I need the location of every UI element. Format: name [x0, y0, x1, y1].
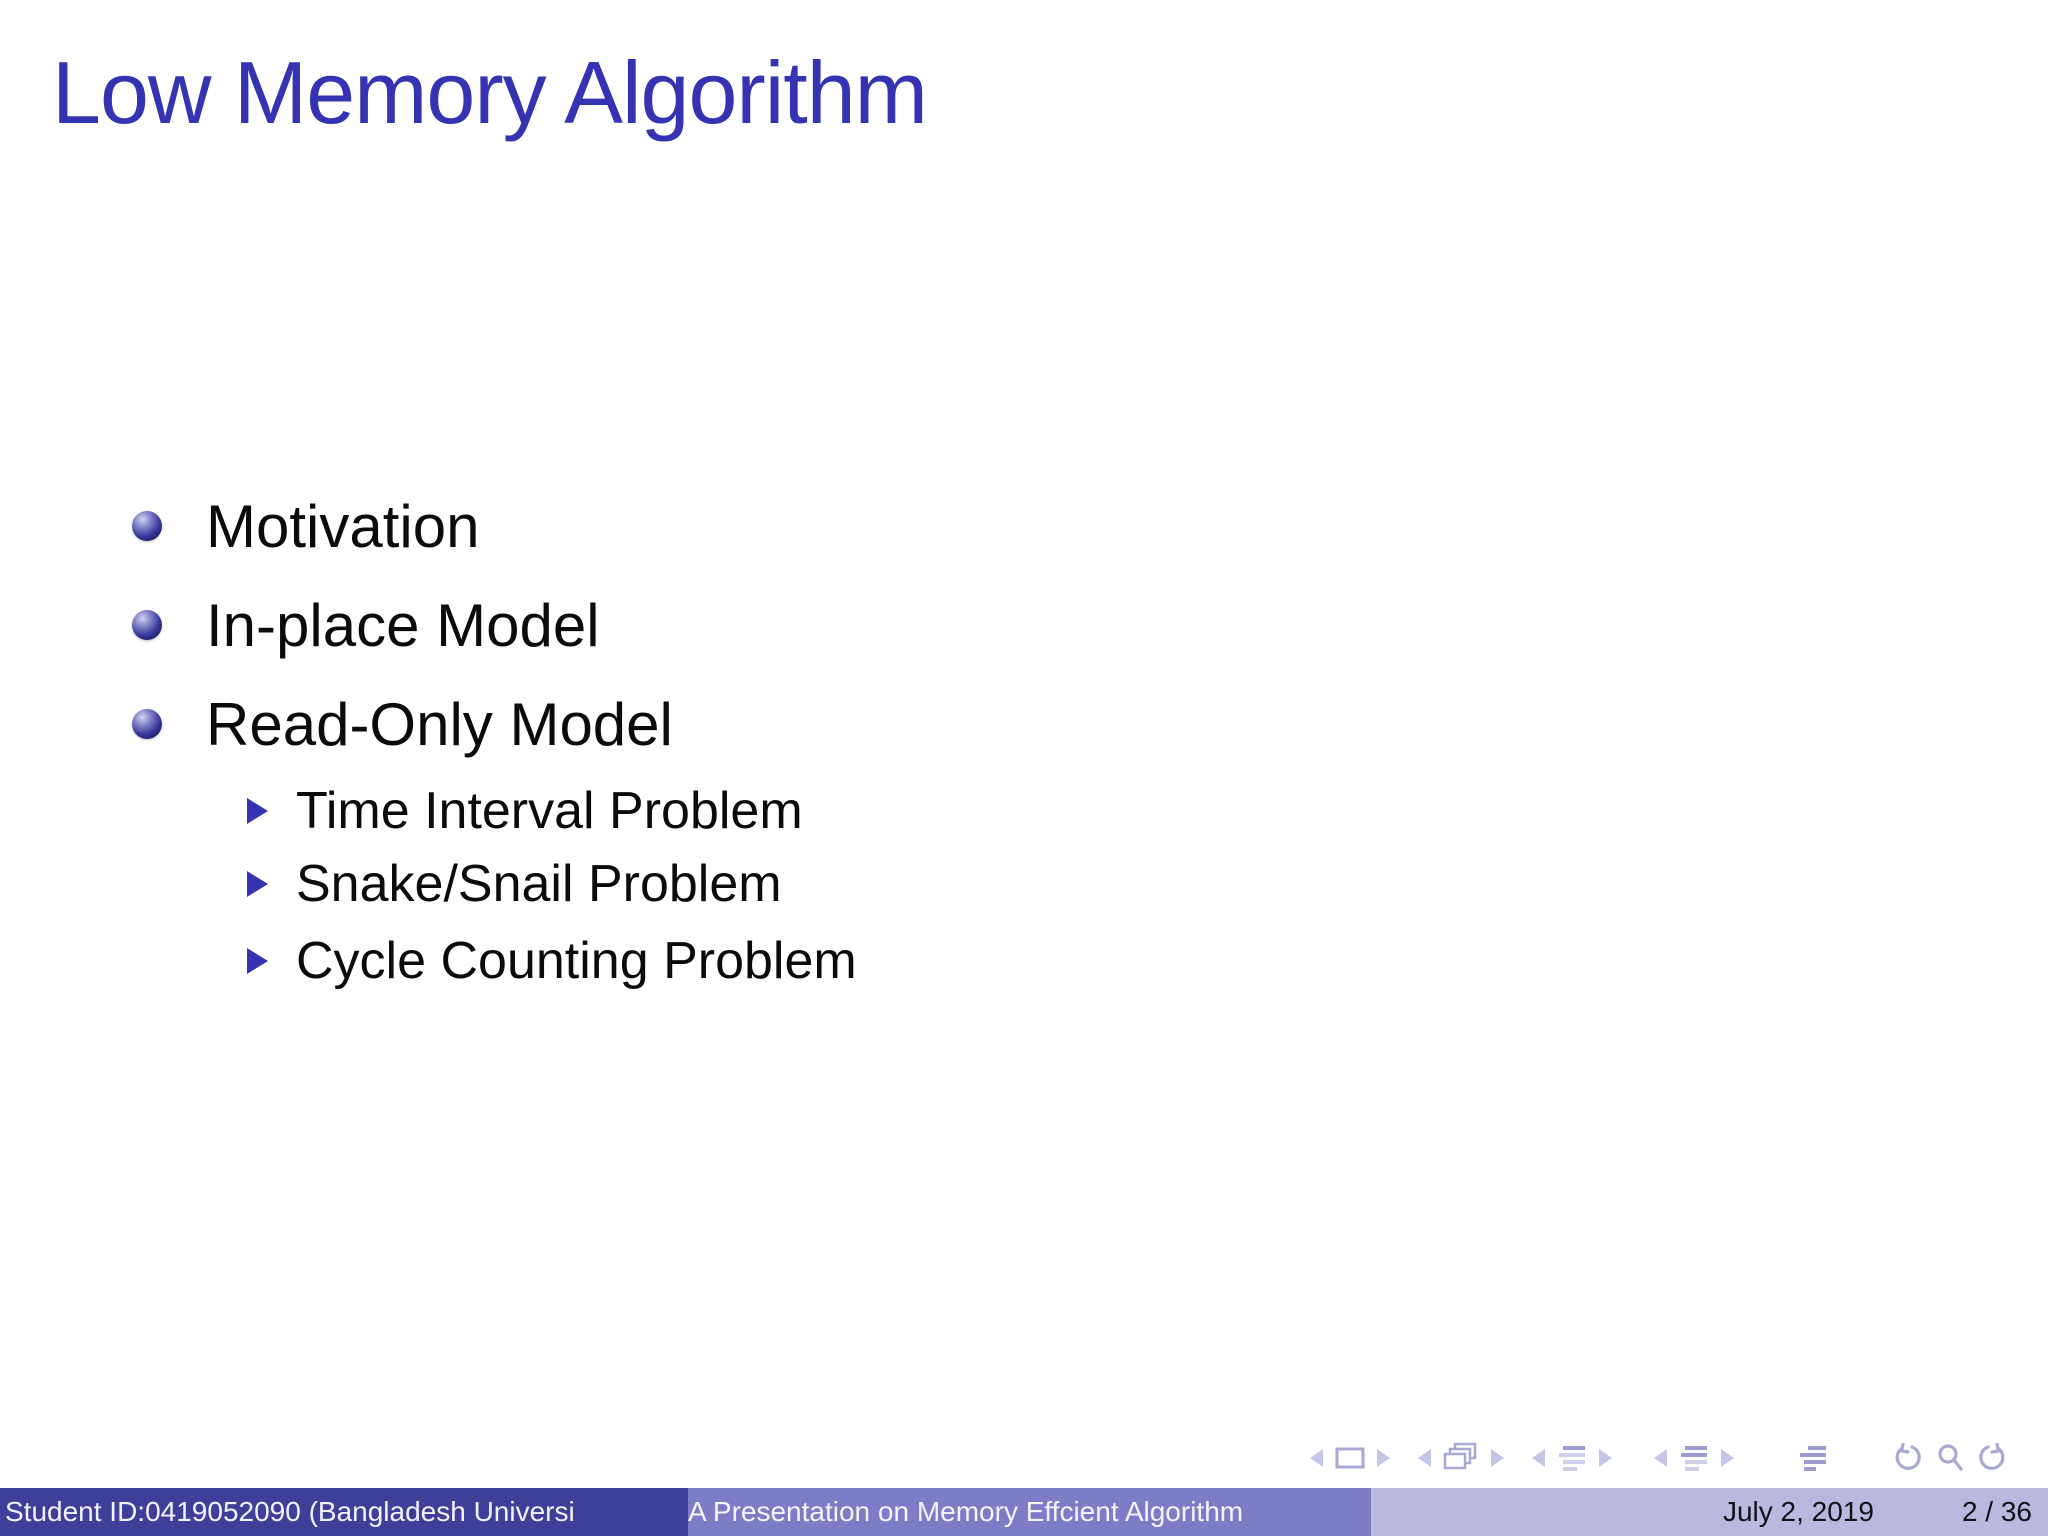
list-item-label: Snake/Snail Problem: [296, 855, 782, 913]
subsection-nav-group: [1526, 1444, 1618, 1472]
document-outline-icon[interactable]: [1798, 1444, 1828, 1472]
slide-icon[interactable]: [1335, 1446, 1365, 1470]
footer-date-page: July 2, 2019 2 / 36: [1371, 1488, 2048, 1536]
subsection-list-icon[interactable]: [1557, 1444, 1587, 1472]
list-item: Snake/Snail Problem: [247, 855, 782, 913]
footer-date: July 2, 2019: [1722, 1496, 1874, 1527]
next-subsection-icon[interactable]: [1599, 1449, 1612, 1467]
section-list-icon[interactable]: [1679, 1444, 1709, 1472]
triangle-bullet-icon: [247, 948, 268, 974]
next-frame-icon[interactable]: [1491, 1449, 1504, 1467]
next-slide-icon[interactable]: [1377, 1449, 1390, 1467]
back-icon[interactable]: [1892, 1443, 1924, 1473]
next-section-icon[interactable]: [1721, 1449, 1734, 1467]
list-item-label: In-place Model: [206, 591, 600, 659]
footer-presentation-title: A Presentation on Memory Effcient Algori…: [688, 1488, 1371, 1536]
history-nav-group: [1886, 1443, 2014, 1473]
ball-bullet-icon: [132, 709, 162, 739]
ball-bullet-icon: [132, 511, 162, 541]
page-title: Low Memory Algorithm: [52, 43, 928, 142]
footer-bar: Student ID:0419052090 (Bangladesh Univer…: [0, 1488, 2048, 1536]
navigation-bar: [1304, 1441, 2014, 1475]
list-item-label: Time Interval Problem: [296, 782, 803, 840]
triangle-bullet-icon: [247, 871, 268, 897]
slide-nav-group: [1304, 1446, 1396, 1470]
prev-slide-icon[interactable]: [1310, 1449, 1323, 1467]
section-nav-group: [1648, 1444, 1740, 1472]
prev-subsection-icon[interactable]: [1532, 1449, 1545, 1467]
frames-icon[interactable]: [1443, 1442, 1479, 1474]
footer-author: Student ID:0419052090 (Bangladesh Univer…: [0, 1488, 688, 1536]
list-item-label: Read-Only Model: [206, 690, 673, 758]
document-nav-group: [1792, 1444, 1834, 1472]
prev-section-icon[interactable]: [1654, 1449, 1667, 1467]
list-item: Cycle Counting Problem: [247, 932, 857, 990]
list-item: In-place Model: [132, 590, 600, 660]
search-icon[interactable]: [1936, 1443, 1964, 1473]
triangle-bullet-icon: [247, 798, 268, 824]
list-item: Time Interval Problem: [247, 782, 803, 840]
ball-bullet-icon: [132, 610, 162, 640]
page-number: 2 / 36: [1961, 1496, 2032, 1527]
list-item-label: Motivation: [206, 492, 480, 560]
prev-frame-icon[interactable]: [1418, 1449, 1431, 1467]
frame-nav-group: [1412, 1442, 1510, 1474]
list-item-label: Cycle Counting Problem: [296, 932, 857, 990]
forward-icon[interactable]: [1976, 1443, 2008, 1473]
list-item: Read-Only Model: [132, 689, 673, 759]
list-item: Motivation: [132, 491, 479, 561]
